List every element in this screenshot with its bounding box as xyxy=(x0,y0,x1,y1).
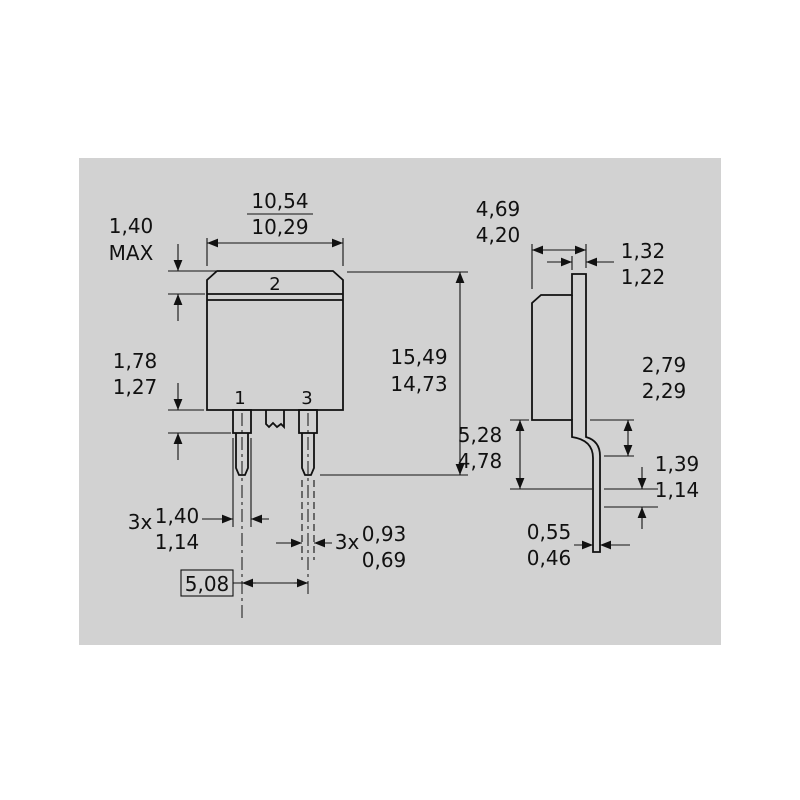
package-body-front xyxy=(206,270,344,411)
dim-lead-pitch: 5,08 xyxy=(180,569,308,597)
dim-body-depth-min: 4,20 xyxy=(476,223,521,247)
dim-overall-length: 15,49 14,73 xyxy=(320,271,468,476)
dim-lead-thickness: 0,55 0,46 xyxy=(527,520,630,570)
dim-lead-tip-width-max: 0,93 xyxy=(362,522,407,546)
dim-body-depth: 4,69 4,20 xyxy=(476,197,587,289)
dim-foot-height: 1,39 1,14 xyxy=(604,452,699,529)
dim-lead-shoulder-min: 1,27 xyxy=(113,375,158,399)
dim-lead-tip-width: 3x 0,93 0,69 xyxy=(276,480,406,572)
dim-foot-height-max: 1,39 xyxy=(655,452,700,476)
pin3-lead-lower xyxy=(301,433,315,476)
dim-tab-thickness-min: 1,22 xyxy=(621,265,666,289)
package-body-side xyxy=(531,273,601,553)
dim-tab-extension-min: 4,78 xyxy=(458,449,503,473)
dim-foot-height-min: 1,14 xyxy=(655,478,700,502)
dim-lead-width-count: 3x xyxy=(128,510,153,534)
dim-body-width-max: 10,54 xyxy=(251,189,308,213)
dim-lead-bend-max: 2,79 xyxy=(642,353,687,377)
dim-lead-thickness-min: 0,46 xyxy=(527,546,572,570)
pin1-label: 1 xyxy=(234,388,245,409)
pin2-stub xyxy=(265,410,285,430)
dim-lead-pitch-value: 5,08 xyxy=(185,572,230,596)
dim-lead-thickness-max: 0,55 xyxy=(527,520,572,544)
dim-lead-shoulder-max: 1,78 xyxy=(113,349,158,373)
dim-overall-length-max: 15,49 xyxy=(390,345,447,369)
pin2-label: 2 xyxy=(269,274,280,295)
dim-tab-thickness: 1,32 1,22 xyxy=(547,239,665,289)
dim-body-depth-max: 4,69 xyxy=(476,197,521,221)
dim-tab-height: 1,40 MAX xyxy=(109,214,216,321)
dim-tab-height-value: 1,40 xyxy=(109,214,154,238)
dim-tab-height-qualifier: MAX xyxy=(109,241,154,265)
pin1-lead-lower xyxy=(235,433,249,476)
side-view xyxy=(531,273,601,553)
dim-lead-width-min: 1,14 xyxy=(155,530,200,554)
dim-tab-extension-max: 5,28 xyxy=(458,423,503,447)
dim-lead-bend-min: 2,29 xyxy=(642,379,687,403)
dim-overall-length-min: 14,73 xyxy=(390,372,447,396)
dim-lead-tip-width-count: 3x xyxy=(335,530,360,554)
dim-body-width-min: 10,29 xyxy=(251,215,308,239)
dim-lead-width-max: 1,40 xyxy=(155,504,200,528)
dim-tab-thickness-max: 1,32 xyxy=(621,239,666,263)
dim-lead-bend: 2,79 2,29 xyxy=(590,353,687,457)
dim-lead-tip-width-min: 0,69 xyxy=(362,548,407,572)
dim-lead-shoulder: 1,78 1,27 xyxy=(113,349,231,460)
pin3-label: 3 xyxy=(301,388,312,409)
dim-tab-extension: 5,28 4,78 xyxy=(458,419,592,490)
dim-lead-width: 3x 1,40 1,14 xyxy=(128,438,269,554)
dim-body-width: 10,54 10,29 xyxy=(206,189,344,266)
drawing-panel xyxy=(79,158,721,645)
